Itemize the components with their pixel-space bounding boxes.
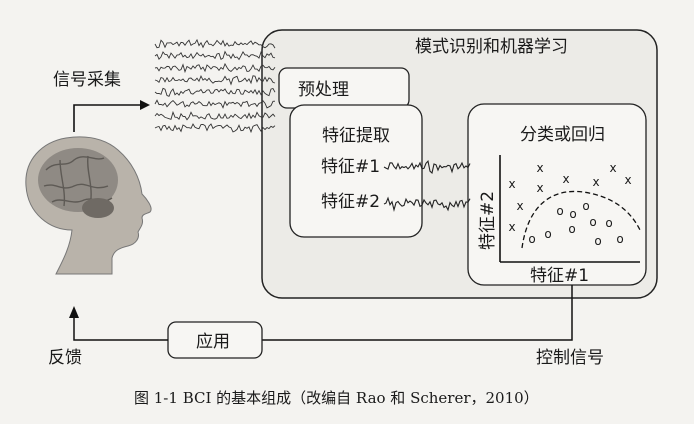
class-o-point: o (556, 204, 563, 218)
feedback-arrowhead-icon (69, 306, 79, 318)
control-signal-label: 控制信号 (536, 348, 604, 368)
feature2-label: 特征#2 (321, 192, 380, 212)
class-o-point: o (616, 232, 623, 246)
scatter-x-axis-label: 特征#1 (530, 266, 589, 286)
eeg-trace (154, 74, 276, 86)
eeg-trace (154, 62, 276, 74)
feature1-label: 特征#1 (321, 157, 380, 177)
eeg-trace (154, 87, 276, 97)
class-x-point: x (536, 161, 543, 175)
class-x-point: x (562, 172, 569, 186)
class-o-point: o (605, 216, 612, 230)
class-x-point: x (508, 177, 515, 191)
head-brain-icon (25, 136, 152, 275)
eeg-trace (154, 38, 276, 49)
signal-acquisition-label: 信号采集 (53, 70, 121, 90)
acquisition-arrow (73, 104, 145, 132)
feedback-label: 反馈 (48, 348, 82, 368)
control-line (262, 285, 573, 341)
feature-extraction-label: 特征提取 (322, 126, 390, 146)
class-o-point: o (589, 215, 596, 229)
class-o-point: o (544, 227, 551, 241)
eeg-signal-waves (154, 38, 276, 134)
feedback-line (73, 318, 168, 341)
classification-label: 分类或回归 (520, 125, 605, 145)
application-label: 应用 (196, 332, 230, 352)
acquisition-arrowhead-icon (140, 100, 150, 110)
class-x-point: x (536, 181, 543, 195)
class-o-point: o (594, 234, 601, 248)
figure-caption: 图 1-1 BCI 的基本组成（改编自 Rao 和 Scherer，2010） (134, 389, 539, 407)
class-x-point: x (508, 220, 515, 234)
feature-extraction-box (289, 104, 423, 238)
class-x-point: x (592, 175, 599, 189)
scatter-y-axis-label: 特征#2 (478, 191, 498, 250)
eeg-trace (154, 50, 276, 61)
pattern-recognition-label: 模式识别和机器学习 (415, 37, 568, 57)
class-x-point: x (609, 161, 616, 175)
eeg-trace (154, 99, 276, 109)
eeg-trace (154, 110, 276, 121)
class-x-point: x (624, 173, 631, 187)
feature1-signal (383, 160, 471, 175)
class-o-point: o (568, 222, 575, 236)
class-o-point: o (528, 232, 535, 246)
eeg-trace (154, 123, 276, 134)
preprocessing-label: 预处理 (298, 80, 349, 100)
class-o-point: o (582, 199, 589, 213)
class-x-point: x (516, 199, 523, 213)
class-o-point: o (569, 207, 576, 221)
feature2-signal (383, 196, 471, 212)
